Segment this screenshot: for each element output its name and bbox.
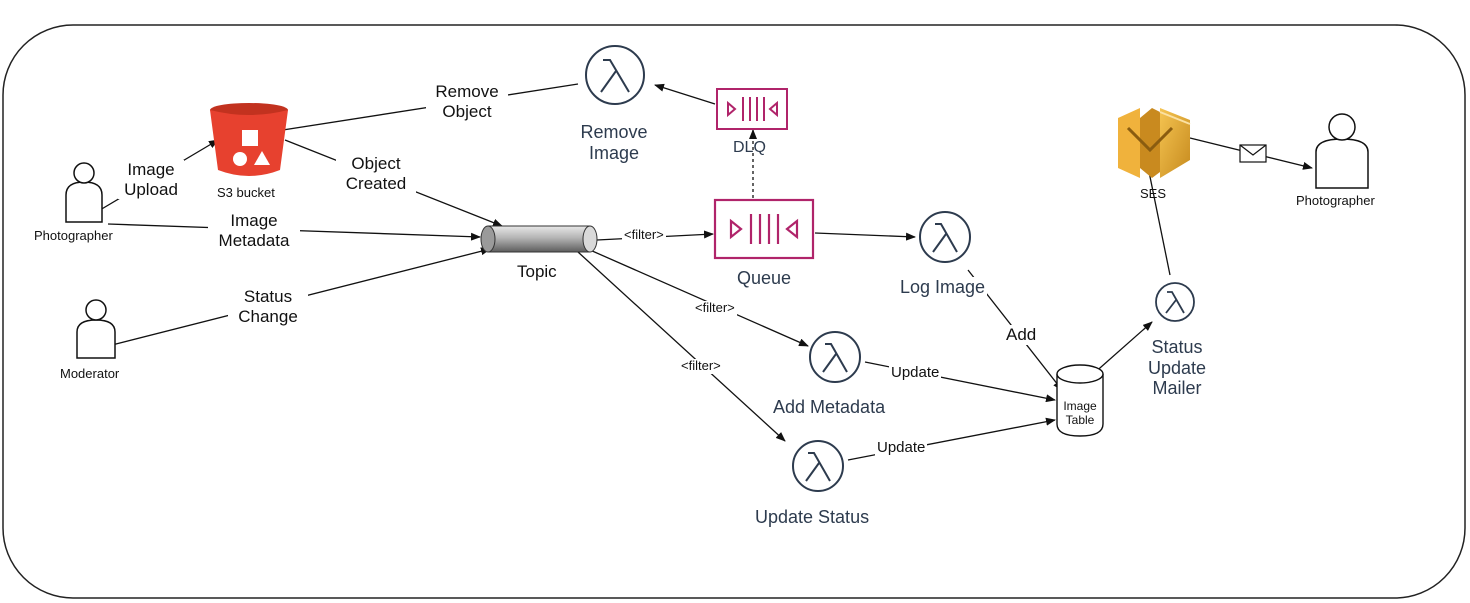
photographer-left-label: Photographer: [34, 228, 113, 243]
lambda-update-status-icon: [792, 440, 844, 492]
status-update-mailer-label: Status Update Mailer: [1147, 337, 1207, 399]
edge-label-update-status: Update: [875, 439, 928, 457]
moderator-icon: [76, 299, 116, 359]
edge-mailer-to-ses: [1143, 156, 1171, 276]
dlq-icon: [716, 88, 788, 130]
edge-topic-to-add-metadata: [589, 249, 809, 347]
topic-label: Topic: [517, 262, 557, 281]
remove-image-label: Remove Image: [580, 122, 648, 163]
image-table-icon: [1056, 364, 1104, 437]
update-status-label: Update Status: [755, 507, 870, 527]
photographer-left-icon: [65, 162, 103, 223]
edge-remove-object: [269, 83, 579, 135]
edge-label-filter-update-status: <filter>: [679, 358, 723, 374]
ses-icon: [1118, 108, 1191, 178]
add-metadata-label: Add Metadata: [773, 397, 886, 417]
edge-dlq-to-remove: [654, 83, 716, 105]
s3-bucket-icon: [210, 103, 288, 176]
edge-label-update-add-metadata: Update: [889, 364, 942, 382]
dlq-label: DLQ: [733, 139, 766, 156]
edge-topic-to-update-status: [577, 251, 786, 442]
image-table-label: Image Table: [1063, 399, 1097, 427]
edge-label-filter-queue: <filter>: [622, 227, 666, 243]
edge-table-to-mailer: [1091, 321, 1153, 376]
edge-label-add: Add: [1004, 325, 1039, 345]
lambda-remove-image-icon: [585, 45, 645, 105]
edge-queue-to-log: [814, 232, 916, 241]
queue-label: Queue: [737, 268, 792, 288]
ses-label: SES: [1140, 186, 1167, 201]
log-image-label: Log Image: [898, 277, 988, 298]
edge-label-filter-add-metadata: <filter>: [693, 300, 737, 316]
envelope-icon: [1239, 144, 1267, 163]
queue-icon: [713, 198, 815, 260]
edge-label-object-created: Object Created: [336, 154, 416, 194]
topic-icon: [480, 225, 598, 253]
photographer-right-icon: [1315, 113, 1369, 189]
edge-label-image-upload: Image Upload: [118, 160, 184, 200]
edge-label-image-metadata: Image Metadata: [208, 211, 300, 251]
edge-label-status-change: Status Change: [228, 287, 308, 327]
s3-bucket-label: S3 bucket: [217, 185, 275, 200]
lambda-status-mailer-icon: [1155, 282, 1195, 322]
photographer-right-label: Photographer: [1296, 193, 1375, 208]
lambda-add-metadata-icon: [809, 331, 861, 383]
lambda-log-image-icon: [919, 211, 971, 263]
moderator-label: Moderator: [60, 366, 120, 381]
edge-label-remove-object: Remove Object: [426, 82, 508, 122]
